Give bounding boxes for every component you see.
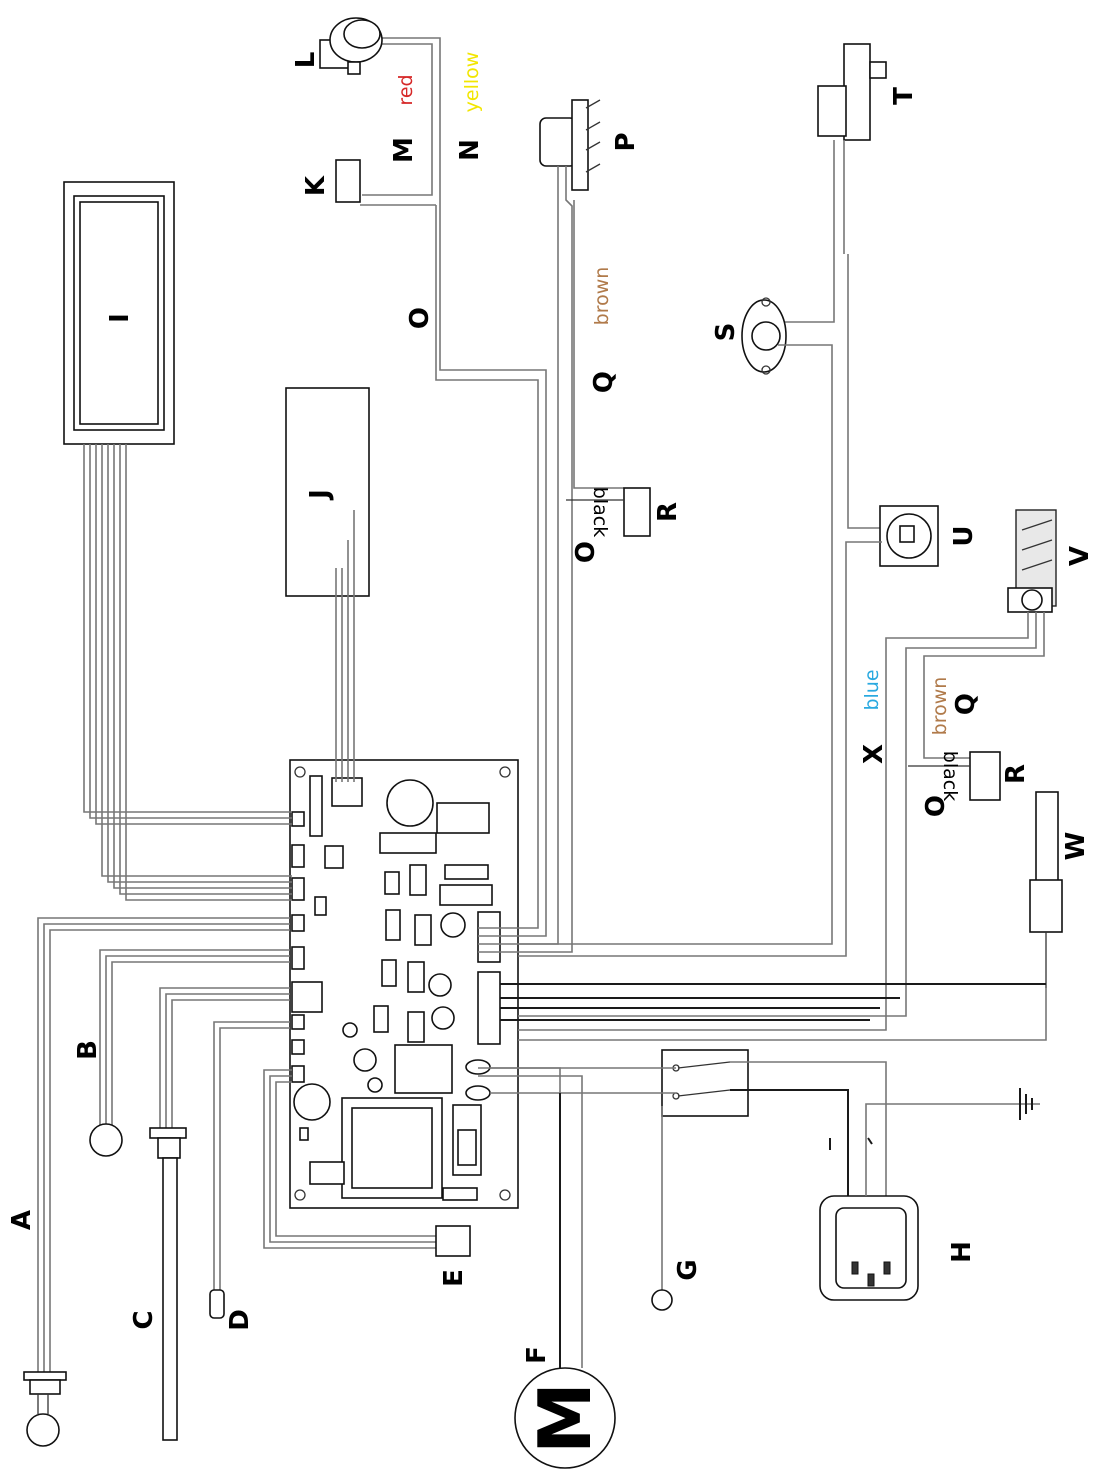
label-g: G bbox=[673, 1259, 703, 1280]
label-t: T bbox=[889, 87, 919, 105]
label-n: N bbox=[455, 139, 485, 161]
component-j-box bbox=[285, 387, 370, 782]
label-r-top: R bbox=[653, 502, 683, 522]
component-e-connector bbox=[263, 1069, 471, 1257]
ground-icon bbox=[1019, 1088, 1033, 1120]
label-u: U bbox=[949, 525, 979, 546]
control-board bbox=[289, 759, 519, 1209]
letter-labels: A B C D E F G H I J K L M N O O O P Q Q … bbox=[7, 52, 1093, 1364]
label-l: L bbox=[291, 52, 321, 69]
wire-label-yellow: yellow bbox=[461, 52, 483, 113]
label-o-mid: O bbox=[571, 541, 601, 563]
label-e: E bbox=[439, 1269, 469, 1287]
component-d-thermistor bbox=[209, 1021, 290, 1319]
component-a-probe bbox=[23, 917, 290, 1447]
wire-label-brown-bottom: brown bbox=[929, 677, 951, 736]
component-k-l-assembly bbox=[319, 17, 547, 937]
label-w: W bbox=[1061, 832, 1091, 861]
label-a: A bbox=[7, 1210, 37, 1230]
label-h: H bbox=[947, 1241, 977, 1263]
label-r-bottom: R bbox=[1001, 764, 1031, 784]
label-o-top: O bbox=[405, 307, 435, 329]
label-j: J bbox=[305, 489, 335, 501]
component-v-igniter bbox=[518, 509, 1057, 1031]
label-d: D bbox=[225, 1309, 255, 1331]
label-v: V bbox=[1065, 546, 1093, 566]
label-m: M bbox=[389, 137, 419, 163]
component-c-rod bbox=[149, 987, 290, 1441]
label-p: P bbox=[611, 132, 641, 151]
component-i-display bbox=[63, 181, 292, 901]
label-c: C bbox=[129, 1310, 159, 1329]
wire-label-red: red bbox=[395, 74, 417, 105]
component-g-switch bbox=[490, 1049, 887, 1311]
label-o-bottom: O bbox=[921, 795, 951, 817]
component-s-t-u bbox=[518, 43, 939, 957]
label-f: F bbox=[522, 1346, 552, 1364]
component-w-heater bbox=[518, 791, 1063, 1041]
label-b: B bbox=[73, 1040, 103, 1060]
component-f-motor: M bbox=[478, 1067, 616, 1469]
component-b-sensor bbox=[89, 949, 290, 1157]
label-q-bottom: Q bbox=[951, 693, 981, 715]
wire-label-blue: blue bbox=[861, 669, 883, 710]
label-x: X bbox=[859, 744, 889, 764]
label-s: S bbox=[711, 323, 741, 342]
label-i: I bbox=[105, 313, 135, 323]
wire-bus bbox=[500, 983, 900, 1021]
label-k: K bbox=[301, 175, 331, 196]
wire-label-black-bottom: black bbox=[939, 751, 961, 801]
wire-label-black-top: black bbox=[589, 487, 611, 537]
label-q-top: Q bbox=[589, 371, 619, 393]
component-h-inlet bbox=[819, 1103, 1040, 1301]
wire-color-labels: red yellow brown black blue brown black bbox=[395, 52, 961, 802]
motor-symbol: M bbox=[523, 1382, 607, 1454]
wire-label-brown-top: brown bbox=[591, 267, 613, 326]
